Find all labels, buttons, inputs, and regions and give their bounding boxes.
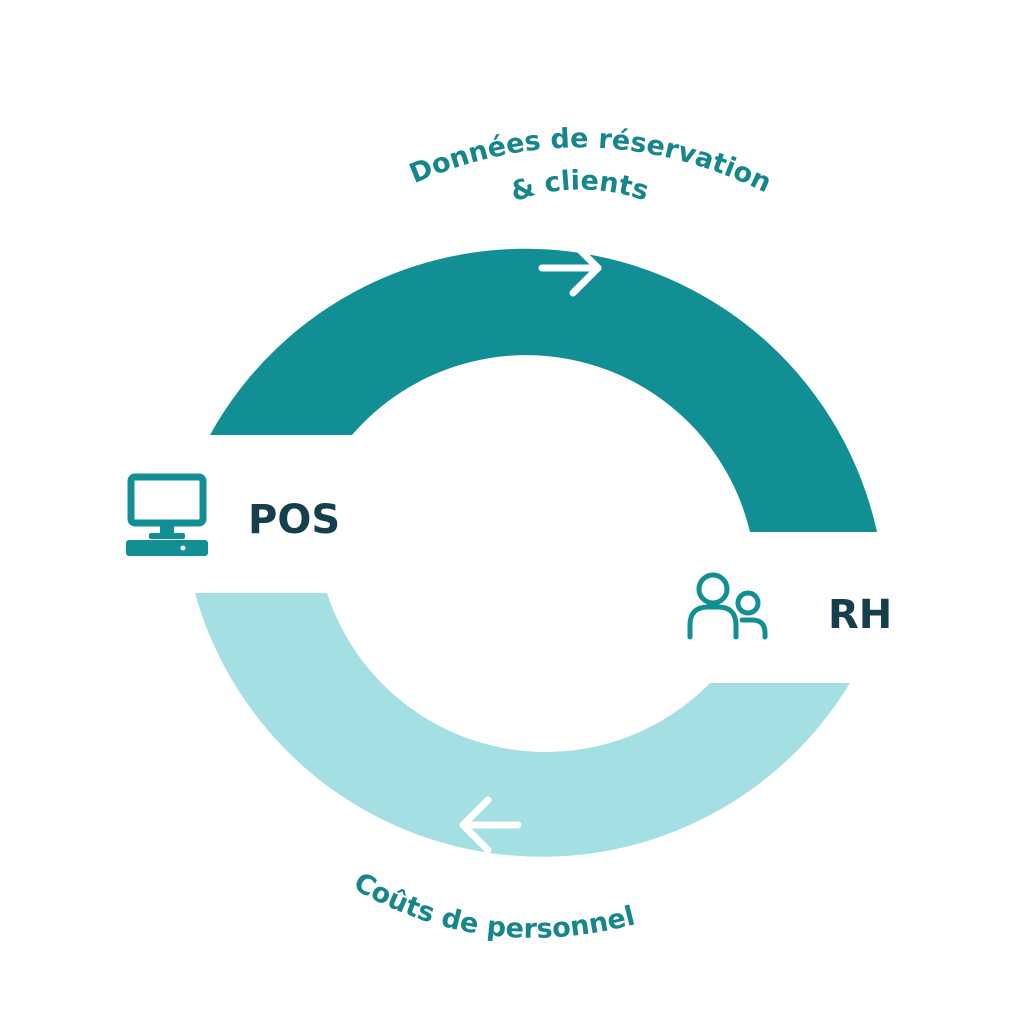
pos-node: POS xyxy=(126,473,340,556)
right-arrow-icon xyxy=(538,239,602,297)
top-flow-arc xyxy=(210,248,877,533)
computer-icon xyxy=(126,473,208,556)
pos-label: POS xyxy=(248,497,340,543)
bottom-flow-label: Coûts de personnel xyxy=(349,867,638,945)
rh-node: RH xyxy=(687,572,892,640)
left-arrow-icon xyxy=(459,796,522,854)
users-icon xyxy=(687,572,768,640)
bottom-flow-arc xyxy=(195,593,850,857)
rh-label: RH xyxy=(828,592,892,638)
top-flow-label-line2: & clients xyxy=(507,165,652,208)
